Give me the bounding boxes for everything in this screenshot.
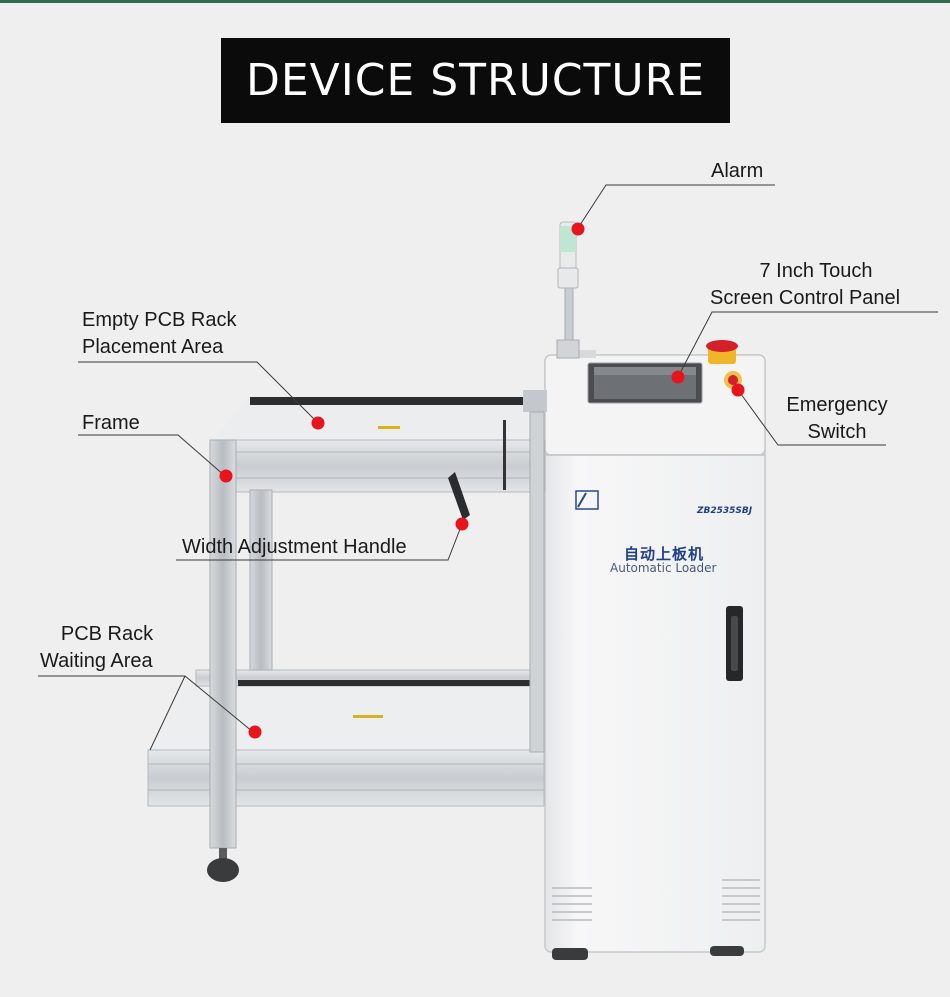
cabinet — [544, 350, 766, 960]
model-number: ZB2535SBJ — [697, 506, 753, 516]
title-banner: DEVICE STRUCTURE — [221, 38, 730, 123]
label-touch-line2: Screen Control Panel — [710, 287, 901, 309]
label-emergency-line2: Switch — [807, 421, 867, 443]
machine-name-cn: 自动上板机 — [624, 545, 705, 563]
label-emergency-line1: Emergency — [786, 394, 888, 416]
marker-empty-rack — [311, 416, 325, 430]
alarm-tower — [556, 221, 580, 359]
frame-posts — [207, 411, 545, 882]
marker-emergency — [731, 383, 745, 397]
marker-frame — [219, 469, 233, 483]
lower-rack — [147, 669, 545, 807]
label-width-handle: Width Adjustment Handle — [182, 536, 407, 558]
touch-screen — [587, 362, 703, 404]
label-touch-line1: 7 Inch Touch — [759, 260, 873, 282]
label-alarm: Alarm — [711, 160, 764, 182]
marker-waiting-area — [248, 725, 262, 739]
top-accent-bar — [0, 0, 950, 3]
width-adjustment-handle — [448, 472, 470, 520]
page-title: DEVICE STRUCTURE — [245, 55, 706, 106]
machine-name-en: Automatic Loader — [610, 561, 717, 575]
callout-markers — [219, 222, 745, 739]
label-frame: Frame — [82, 412, 140, 434]
callout-lines — [38, 184, 938, 751]
upper-rack — [209, 390, 547, 493]
marker-alarm — [571, 222, 585, 236]
label-waiting-line1: PCB Rack — [60, 623, 154, 645]
label-empty-line1: Empty PCB Rack — [82, 309, 237, 331]
marker-touch-screen — [671, 370, 685, 384]
label-empty-line2: Placement Area — [82, 336, 224, 358]
marker-handle — [455, 517, 469, 531]
label-waiting-line2: Waiting Area — [40, 650, 153, 672]
